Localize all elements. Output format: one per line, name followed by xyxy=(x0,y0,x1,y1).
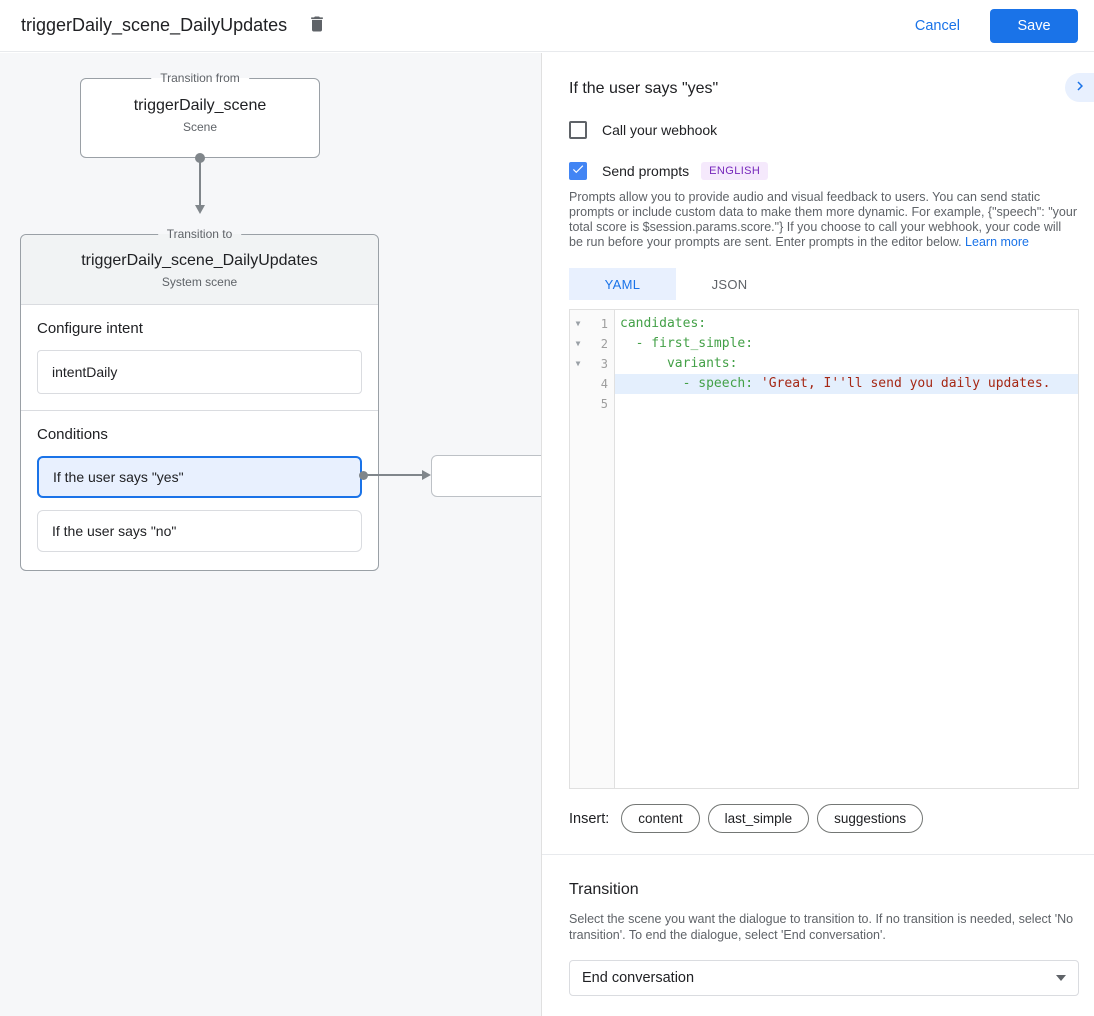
condition-connector-dot xyxy=(359,471,368,480)
conditions-heading: Conditions xyxy=(37,426,108,443)
transition-selected-value: End conversation xyxy=(582,970,695,986)
flow-node-transition-from[interactable]: Transition from triggerDaily_scene Scene xyxy=(80,71,320,158)
trash-icon xyxy=(307,14,327,37)
prompts-description: Prompts allow you to provide audio and v… xyxy=(569,190,1078,250)
chevron-right-icon xyxy=(1071,77,1089,98)
from-scene-subtitle: Scene xyxy=(182,120,218,134)
transition-description: Select the scene you want the dialogue t… xyxy=(569,912,1074,942)
fold-arrow-icon[interactable]: ▼ xyxy=(575,359,581,368)
conditions-section: Conditions If the user says "yes" If the… xyxy=(21,411,378,568)
editor-code-area[interactable]: candidates: - first_simple: variants: - … xyxy=(615,310,1078,788)
from-scene-title: triggerDaily_scene xyxy=(133,97,267,114)
connector-line-horizontal xyxy=(366,474,423,476)
insert-row: Insert: content last_simple suggestions xyxy=(569,804,1078,833)
condition-item-yes[interactable]: If the user says "yes" xyxy=(37,456,362,498)
gutter-row: 4 xyxy=(570,374,614,394)
gutter-row: ▼ 2 xyxy=(570,334,614,354)
send-prompts-row: Send prompts ENGLISH xyxy=(569,162,1078,180)
configure-intent-heading: Configure intent xyxy=(37,320,143,337)
line-number: 5 xyxy=(600,397,608,411)
to-scene-subtitle: System scene xyxy=(161,275,238,289)
fold-arrow-icon[interactable]: ▼ xyxy=(575,319,581,328)
caret-down-icon xyxy=(1056,975,1066,981)
panel-title: If the user says "yes" xyxy=(569,80,719,97)
arrow-right-icon xyxy=(422,470,431,480)
code-line-1: candidates: xyxy=(615,314,1078,334)
gutter-row: ▼ 3 xyxy=(570,354,614,374)
section-divider xyxy=(542,854,1094,855)
insert-chip-content[interactable]: content xyxy=(621,804,700,833)
gutter-row: ▼ 1 xyxy=(570,314,614,334)
learn-more-link[interactable]: Learn more xyxy=(965,235,1029,249)
code-line-4-active: - speech: 'Great, I''ll send you daily u… xyxy=(615,374,1078,394)
line-number: 1 xyxy=(600,317,608,331)
scene-card-header: triggerDaily_scene_DailyUpdates System s… xyxy=(21,235,378,305)
send-prompts-checkbox[interactable] xyxy=(569,162,587,180)
save-button[interactable]: Save xyxy=(990,8,1078,43)
tab-yaml[interactable]: YAML xyxy=(569,268,676,300)
tab-json[interactable]: JSON xyxy=(676,268,783,300)
to-scene-title: triggerDaily_scene_DailyUpdates xyxy=(81,252,318,269)
connector-dot xyxy=(195,153,205,163)
condition-detail-panel: If the user says "yes" Call your webhook… xyxy=(541,53,1094,1016)
condition-item-no[interactable]: If the user says "no" xyxy=(37,510,362,552)
code-token: - speech: xyxy=(620,376,761,391)
page-title: triggerDaily_scene_DailyUpdates xyxy=(21,15,288,35)
call-webhook-label[interactable]: Call your webhook xyxy=(602,122,718,138)
code-token: candidates: xyxy=(620,316,707,331)
transition-from-legend: Transition from xyxy=(151,71,249,85)
cancel-button[interactable]: Cancel xyxy=(914,17,960,34)
flow-node-transition-to: Transition to triggerDaily_scene_DailyUp… xyxy=(20,227,379,571)
line-number: 4 xyxy=(600,377,608,391)
code-token: - first_simple: xyxy=(620,336,754,351)
delete-scene-button[interactable] xyxy=(305,14,329,38)
code-line-3: variants: xyxy=(615,354,1078,374)
intent-field[interactable]: intentDaily xyxy=(37,350,362,394)
arrow-down-icon xyxy=(195,205,205,214)
insert-chip-last-simple[interactable]: last_simple xyxy=(707,804,810,833)
language-badge: ENGLISH xyxy=(701,162,769,180)
prompts-description-text: Prompts allow you to provide audio and v… xyxy=(569,190,1077,249)
intent-value: intentDaily xyxy=(52,364,118,380)
prompt-code-editor[interactable]: ▼ 1 ▼ 2 ▼ 3 4 5 candidates: - first_sim xyxy=(569,309,1079,789)
connector-line-vertical xyxy=(199,158,201,206)
send-prompts-label[interactable]: Send prompts xyxy=(602,163,690,179)
checkmark-icon xyxy=(571,162,585,181)
code-line-2: - first_simple: xyxy=(615,334,1078,354)
editor-format-tabs: YAML JSON xyxy=(569,268,1078,300)
gutter-row: 5 xyxy=(570,394,614,414)
insert-chip-suggestions[interactable]: suggestions xyxy=(817,804,924,833)
line-number: 2 xyxy=(600,337,608,351)
code-token: variants: xyxy=(620,356,738,371)
code-token-string: 'Great, I''ll send you daily updates. xyxy=(760,376,1051,391)
transition-select[interactable]: End conversation xyxy=(569,960,1079,996)
transition-to-legend: Transition to xyxy=(157,227,242,241)
fold-arrow-icon[interactable]: ▼ xyxy=(575,339,581,348)
transition-heading: Transition xyxy=(569,881,639,898)
flow-canvas: Transition from triggerDaily_scene Scene… xyxy=(0,53,541,1016)
webhook-row: Call your webhook xyxy=(569,121,1078,139)
flow-node-condition-target[interactable] xyxy=(431,455,541,497)
insert-label: Insert: xyxy=(569,810,610,827)
top-bar: triggerDaily_scene_DailyUpdates Cancel S… xyxy=(0,0,1094,52)
call-webhook-checkbox[interactable] xyxy=(569,121,587,139)
code-line-5 xyxy=(615,394,1078,414)
condition-no-label: If the user says "no" xyxy=(52,523,177,539)
collapse-panel-button[interactable] xyxy=(1065,73,1094,102)
condition-yes-label: If the user says "yes" xyxy=(53,469,184,485)
editor-gutter: ▼ 1 ▼ 2 ▼ 3 4 5 xyxy=(570,310,615,788)
line-number: 3 xyxy=(600,357,608,371)
configure-intent-section: Configure intent intentDaily xyxy=(21,305,378,411)
topbar-actions: Cancel Save xyxy=(914,8,1078,43)
